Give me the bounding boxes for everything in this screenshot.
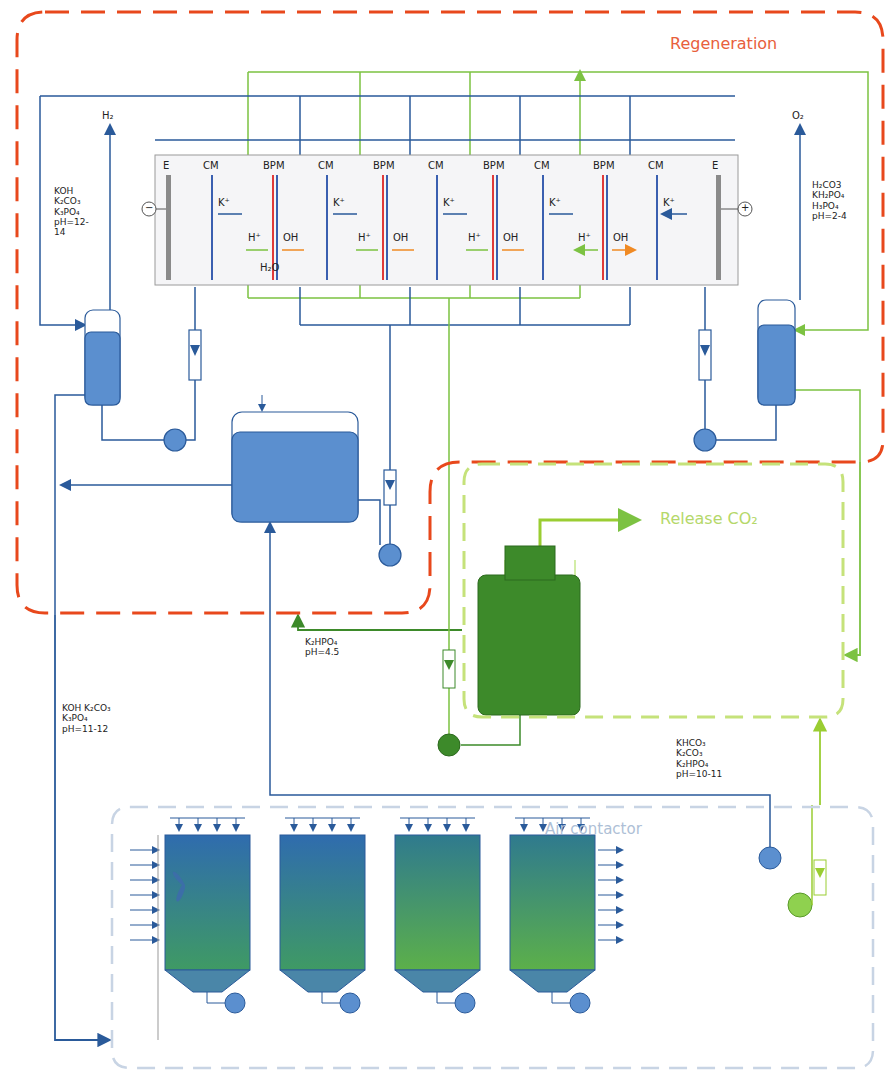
stack-label: − [145, 202, 153, 214]
stack-label: E [163, 160, 169, 172]
stack-label: BPM [373, 160, 395, 172]
stack-label: OH [283, 232, 298, 244]
stack-label: H⁺ [358, 232, 371, 244]
stream-label: K₂HPO₄ pH=4.5 [305, 637, 353, 658]
stack-label: H⁺ [468, 232, 481, 244]
stack-label: BPM [263, 160, 285, 172]
stack-label: + [741, 202, 749, 214]
stack-label: CM [534, 160, 550, 172]
dashed-outline [112, 807, 873, 1068]
region-band: Release CO₂ [462, 462, 845, 719]
stack-label: OH [393, 232, 408, 244]
stack-label: K⁺ [333, 197, 345, 209]
stream-label: KOH K₂CO₃ K₃PO₄ pH=11-12 [62, 703, 112, 734]
region-band: Air contactor [110, 805, 875, 1070]
stack-label: K⁺ [443, 197, 455, 209]
dashed-outline [17, 12, 883, 613]
stack-label: BPM [593, 160, 615, 172]
stack-label: CM [203, 160, 219, 172]
stream-label: KOH K₂CO₃ K₃PO₄ pH=12-14 [54, 186, 100, 238]
region-title: Air contactor [545, 820, 642, 838]
dashed-outline [464, 464, 843, 717]
pipe-connector [819, 719, 821, 805]
stream-label: KHCO₃ K₂CO₃ K₂HPO₄ pH=10-11 [676, 738, 726, 779]
stack-label: H⁺ [248, 232, 261, 244]
region-outline [462, 462, 845, 719]
stack-label: H⁺ [578, 232, 591, 244]
stream-label: H₂CO3 KH₂PO₄ H₃PO₄ pH=2-4 [812, 180, 858, 221]
region-title: Regeneration [670, 34, 777, 53]
pipe-connector [55, 615, 110, 1040]
stack-label: CM [648, 160, 664, 172]
stack-label: CM [428, 160, 444, 172]
stream-label: H₂O [260, 262, 279, 274]
pipe-connector [298, 615, 462, 630]
stack-label: K⁺ [549, 197, 561, 209]
stack-label: K⁺ [663, 197, 675, 209]
pipe-connector [845, 462, 860, 655]
stack-label: OH [503, 232, 518, 244]
stack-label: OH [613, 232, 628, 244]
stack-label: K⁺ [218, 197, 230, 209]
stack-label: E [712, 160, 718, 172]
stream-label: H₂ [102, 110, 114, 122]
stack-label: CM [318, 160, 334, 172]
region-outline [110, 805, 875, 1070]
region-title: Release CO₂ [660, 509, 758, 528]
stream-label: O₂ [792, 110, 804, 122]
stack-label: BPM [483, 160, 505, 172]
